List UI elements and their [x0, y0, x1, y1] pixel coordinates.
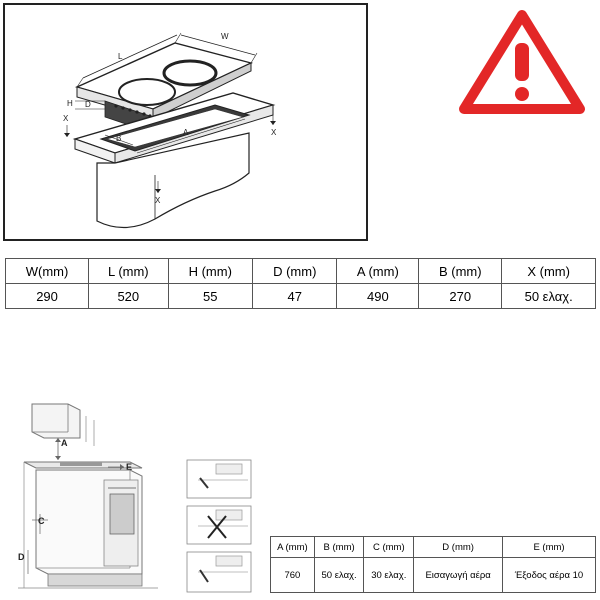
table-header-row: A (mm) B (mm) C (mm) D (mm) E (mm) — [270, 536, 596, 558]
table-header: E (mm) — [502, 536, 596, 558]
label-e: E — [126, 462, 132, 472]
hood-installation-diagram: A B E C D — [18, 398, 173, 596]
table-cell: 30 ελαχ. — [363, 557, 415, 593]
table-header: A (mm) — [336, 258, 420, 284]
label-x-right: X — [271, 128, 277, 137]
label-w: W — [221, 32, 229, 41]
table-header: A (mm) — [270, 536, 315, 558]
warning-triangle-icon — [456, 5, 588, 117]
table-cell: 270 — [418, 283, 503, 309]
table-cell: 50 ελαχ. — [501, 283, 596, 309]
ventilation-dimensions-table: A (mm) B (mm) C (mm) D (mm) E (mm) 760 5… — [270, 536, 596, 593]
table-cell: 760 — [270, 557, 315, 593]
table-header: B (mm) — [313, 536, 365, 558]
table-header: C (mm) — [363, 536, 415, 558]
table-header-row: W(mm) L (mm) H (mm) D (mm) A (mm) B (mm)… — [4, 258, 596, 284]
label-d: D — [85, 100, 91, 109]
table-row: 760 50 ελαχ. 30 ελαχ. Εισαγωγή αέρα Έξοδ… — [270, 557, 596, 593]
table-header: W(mm) — [4, 258, 90, 284]
hob-installation-diagram: L W H D B A X X X — [3, 3, 368, 241]
label-l: L — [118, 52, 123, 61]
table-header: X (mm) — [501, 258, 596, 284]
table-cell: 50 ελαχ. — [313, 557, 365, 593]
table-header: D (mm) — [251, 258, 338, 284]
label-a: A — [61, 438, 68, 448]
table-header: L (mm) — [88, 258, 169, 284]
label-h: H — [67, 99, 73, 108]
ventilation-variants-diagram — [186, 458, 254, 594]
table-cell: 55 — [167, 283, 254, 309]
table-cell: Έξοδος αέρα 10 — [502, 557, 596, 593]
table-row: 290 520 55 47 490 270 50 ελαχ. — [4, 283, 596, 309]
table-cell: 290 — [4, 283, 90, 309]
table-header: H (mm) — [167, 258, 254, 284]
table-cell: 47 — [251, 283, 338, 309]
table-header: B (mm) — [418, 258, 503, 284]
label-c: C — [38, 516, 45, 526]
table-header: D (mm) — [413, 536, 504, 558]
label-a: A — [183, 128, 189, 137]
table-cell: Εισαγωγή αέρα — [413, 557, 504, 593]
hob-dimensions-table: W(mm) L (mm) H (mm) D (mm) A (mm) B (mm)… — [4, 258, 596, 309]
table-cell: 490 — [336, 283, 420, 309]
label-x-left: X — [63, 114, 69, 123]
label-b: B — [116, 134, 121, 143]
label-d: D — [18, 552, 25, 562]
table-cell: 520 — [88, 283, 169, 309]
label-x-bottom: X — [155, 196, 161, 205]
